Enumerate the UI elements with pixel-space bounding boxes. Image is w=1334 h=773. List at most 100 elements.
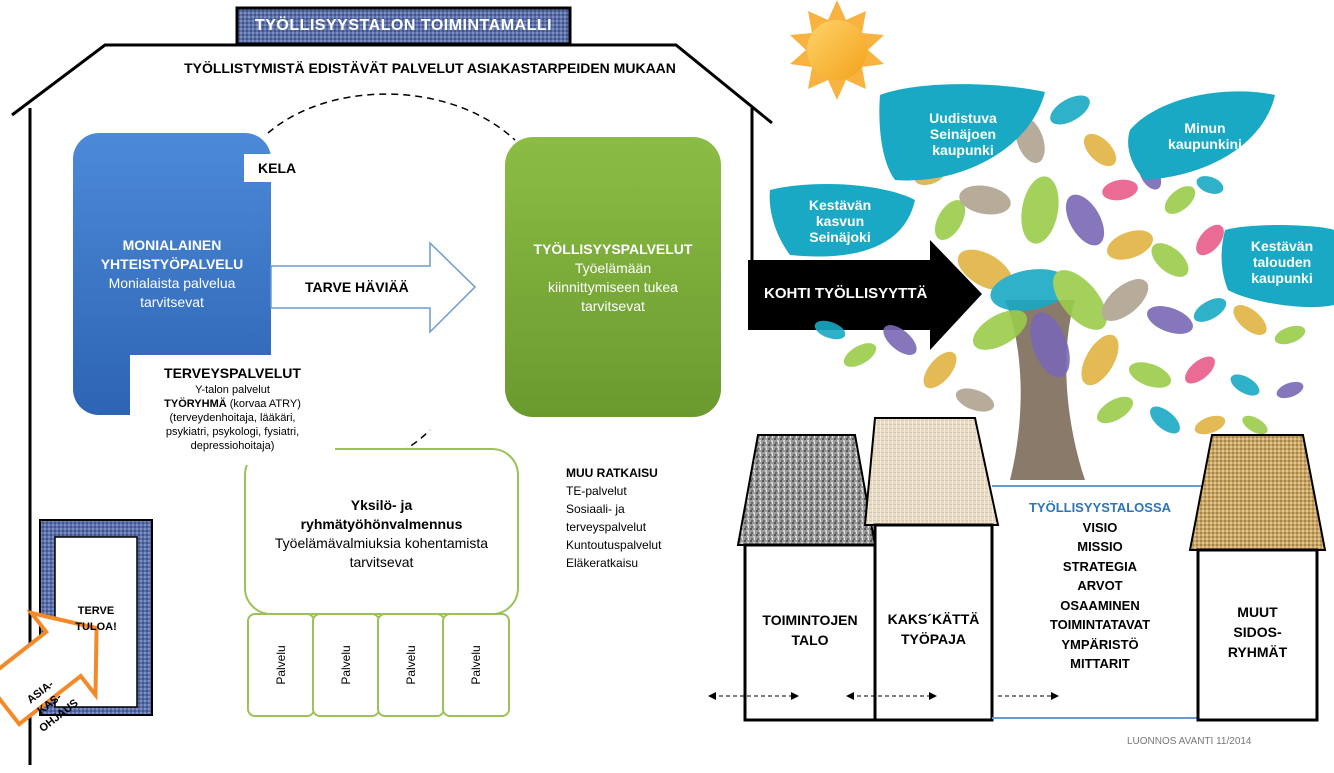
yksilo-text: Yksilö- ja ryhmätyöhönvalmennus Työelämä… <box>245 496 518 572</box>
muu-ratkaisu: MUU RATKAISU TE-palvelut Sosiaali- ja te… <box>566 464 661 572</box>
tyollisyystalossa-item: VISIO <box>1082 519 1118 535</box>
service-box-4: Palvelu <box>442 613 510 717</box>
leaf-minun-line: kaupunkini <box>1168 136 1242 152</box>
service-label: Palvelu <box>339 645 353 685</box>
leaf-uudistuva <box>879 84 1045 181</box>
leaf-kestava-talous-line: kaupunki <box>1251 270 1313 286</box>
tyollisyystalossa-item: MISSIO <box>1077 539 1123 554</box>
door-line-1: TERVE <box>77 605 115 617</box>
roof-title-bar <box>235 6 572 46</box>
kaksketta-line-2: TYÖPAJA <box>900 631 967 647</box>
tarve-arrow <box>270 241 477 334</box>
tyollisyystalossa-item: MITTARIT <box>1070 656 1130 671</box>
moniala-desc-1: Monialaista palvelua <box>108 275 236 291</box>
asiakasohjaus-arrow <box>0 609 99 727</box>
sun-icon <box>790 0 884 100</box>
yksilo-desc-2: tarvitsevat <box>349 554 414 570</box>
service-box-2: Palvelu <box>312 613 380 717</box>
leaf-kestava-kasvu-line: kasvun <box>815 213 865 229</box>
toimintojen-roof <box>736 434 877 546</box>
leaf-minun-text: Minun kaupunkini <box>1145 120 1265 152</box>
yksilo-title-1: Yksilö- ja <box>350 497 413 513</box>
leaf-minun <box>1128 91 1275 180</box>
tyollisyystalossa-item: ARVOT <box>1077 578 1123 593</box>
toimintojen-body <box>743 543 877 722</box>
kaksketta-roof <box>863 417 1000 526</box>
muu-ratkaisu-item: Sosiaali- ja <box>566 502 625 516</box>
tarve-haviaa-label: TARVE HÄVIÄÄ <box>305 279 409 295</box>
muu-ratkaisu-item: terveyspalvelut <box>566 520 647 534</box>
kaksketta-body <box>873 523 994 722</box>
leaf-minun-line: Minun <box>1184 120 1226 136</box>
tyollisyyspalvelut-desc-3: tarvitsevat <box>581 298 645 314</box>
terveyspalvelut-line-4: psykiatri, psykologi, fysiatri, <box>165 426 300 438</box>
leaf-kestava-talous-line: Kestävän <box>1250 238 1314 254</box>
leaf-kestava-talous <box>1221 225 1334 308</box>
muut-roof <box>1188 434 1327 551</box>
toimintojen-text: TOIMINTOJEN TALO <box>745 610 875 650</box>
muu-ratkaisu-item: TE-palvelut <box>566 484 627 498</box>
muut-line-2: SIDOS- <box>1233 624 1282 640</box>
kohti-arrow <box>748 240 982 350</box>
leaf-kestava-kasvu <box>769 184 915 257</box>
kaksketta-line-1: KAKS´KÄTTÄ <box>887 611 980 627</box>
terveyspalvelut-title: TERVEYSPALVELUT <box>164 365 301 381</box>
tyoryhma-label: TYÖRYHMÄ <box>164 398 227 410</box>
terveyspalvelut-line-2: TYÖRYHMÄ (korvaa ATRY) <box>130 397 335 411</box>
yksilo-title-2: ryhmätyöhönvalmennus <box>300 516 463 532</box>
muut-text: MUUT SIDOS- RYHMÄT <box>1198 602 1317 662</box>
house-subtitle: TYÖLLISTYMISTÄ EDISTÄVÄT PALVELUT ASIAKA… <box>184 60 676 76</box>
terveyspalvelut-line-3: (terveydenhoitaja, lääkäri, <box>169 412 296 424</box>
yksilo-desc-1: Työelämävalmiuksia kohentamista <box>274 535 489 551</box>
tyollisyystalossa-item: OSAAMINEN <box>1060 597 1140 613</box>
roof-title: TYÖLLISYYSTALON TOIMINTAMALLI <box>254 17 553 34</box>
service-box-3: Palvelu <box>377 613 445 717</box>
moniala-title-2: YHTEISTYÖPALVELU <box>100 256 244 272</box>
leaf-kestava-talous-line: talouden <box>1252 254 1312 270</box>
dashed-flow-curve <box>267 93 516 141</box>
toimintojen-line-2: TALO <box>791 632 829 648</box>
terveyspalvelut-line-5: depressiohoitaja) <box>190 440 275 452</box>
leaf-kestava-kasvu-line: Kestävän <box>808 197 872 213</box>
muut-line-3: RYHMÄT <box>1227 644 1288 660</box>
terveyspalvelut-line-1: Y-talon palvelut <box>195 384 270 396</box>
muu-ratkaisu-item: Kuntoutuspalvelut <box>566 538 662 552</box>
door-text: TERVE TULOA! <box>55 603 137 635</box>
tyollisyyspalvelut-title: TYÖLLISYYSPALVELUT <box>533 241 693 257</box>
service-label: Palvelu <box>274 645 288 685</box>
muu-ratkaisu-title: MUU RATKAISU <box>566 466 658 480</box>
kela-label: KELA <box>244 154 308 182</box>
service-label: Palvelu <box>469 645 483 685</box>
moniala-text: MONIALAINEN YHTEISTYÖPALVELU Monialaista… <box>73 236 271 312</box>
tyollisyystalossa-list: TYÖLLISYYSTALOSSA VISIO MISSIO STRATEGIA… <box>1015 498 1185 674</box>
leaf-uudistuva-line: Uudistuva <box>929 110 997 126</box>
moniala-title-1: MONIALAINEN <box>122 237 222 253</box>
kohti-label: KOHTI TYÖLLISYYTTÄ <box>764 285 928 302</box>
tyollisyyspalvelut-desc-1: Työelämään <box>574 260 652 276</box>
leaf-kestava-talous-text: Kestävän talouden kaupunki <box>1232 238 1332 286</box>
moniala-box <box>73 133 271 415</box>
muut-line-1: MUUT <box>1237 604 1278 620</box>
leaf-kestava-kasvu-line: Seinäjoki <box>809 229 871 245</box>
draft-label: LUONNOS AVANTI 11/2014 <box>1127 736 1252 747</box>
tyollisyystalossa-item: TOIMINTATAVAT <box>1049 617 1151 632</box>
door-line-2: TULOA! <box>75 621 117 633</box>
tyollisyyspalvelut-text: TYÖLLISYYSPALVELUT Työelämään kiinnittym… <box>505 240 721 316</box>
leaf-kestava-kasvu-text: Kestävän kasvun Seinäjoki <box>785 197 895 245</box>
tyollisyystalossa-item: STRATEGIA <box>1062 558 1138 574</box>
muu-ratkaisu-item: Eläkeratkaisu <box>566 556 639 570</box>
service-box-1: Palvelu <box>247 613 315 717</box>
tyollisyystalossa-item: YMPÄRISTÖ <box>1061 636 1139 652</box>
muut-body <box>1196 548 1319 722</box>
tyollisyystalossa-title: TYÖLLISYYSTALOSSA <box>1028 500 1172 515</box>
leaf-uudistuva-line: Seinäjoen <box>929 126 997 142</box>
service-label: Palvelu <box>404 645 418 685</box>
terveyspalvelut-box: TERVEYSPALVELUT Y-talon palvelut TYÖRYHM… <box>130 355 335 465</box>
tyollisyyspalvelut-desc-2: kiinnittymiseen tukea <box>548 279 678 295</box>
leaf-uudistuva-text: Uudistuva Seinäjoen kaupunki <box>893 110 1033 158</box>
tyollisyys-box <box>505 137 721 417</box>
kaksketta-text: KAKS´KÄTTÄ TYÖPAJA <box>875 609 992 649</box>
leaf-uudistuva-line: kaupunki <box>932 142 994 158</box>
moniala-desc-2: tarvitsevat <box>140 294 204 310</box>
